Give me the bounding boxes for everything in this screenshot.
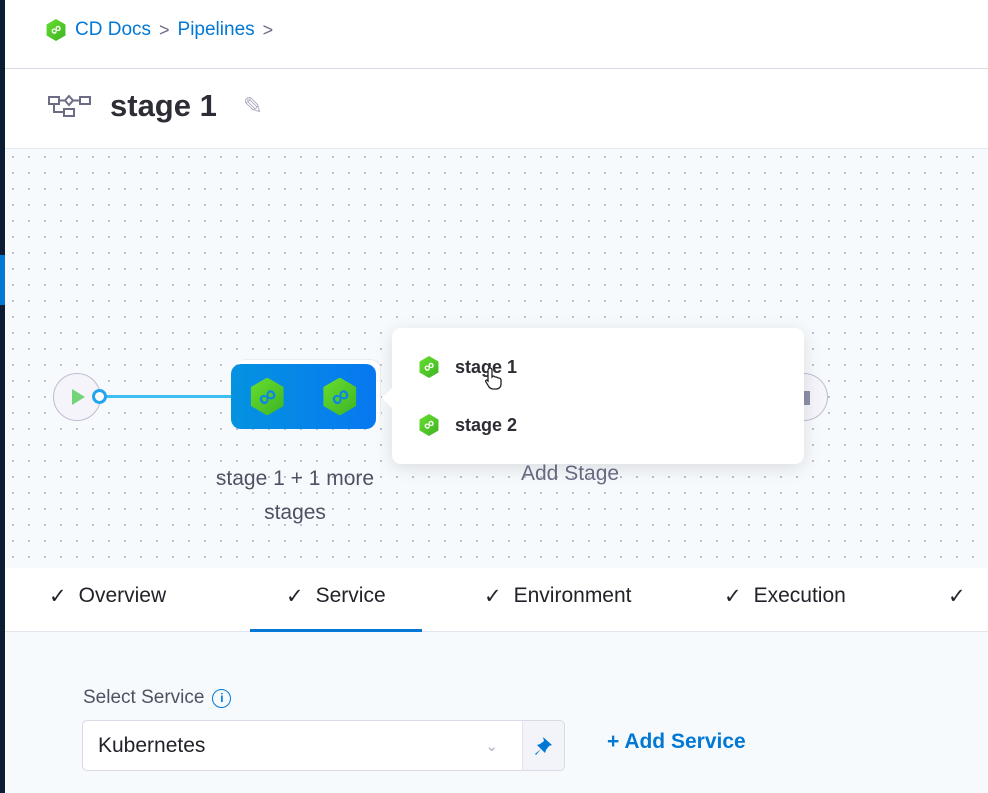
title-row: stage 1 ✎	[48, 88, 263, 124]
tab-label: Execution	[753, 584, 846, 607]
tab-service[interactable]: ✓ Service	[250, 584, 422, 632]
stage-group-label: stage 1 + 1 more stages	[215, 467, 375, 524]
pin-icon[interactable]	[523, 721, 564, 770]
popover-item-label: stage 1	[455, 356, 518, 377]
popover-item-stage-2[interactable]: stage 2	[418, 414, 517, 436]
popover-item-label: stage 2	[455, 414, 518, 435]
breadcrumb-cd-docs[interactable]: CD Docs	[75, 19, 152, 40]
stage-tabs: ✓ Overview ✓ Service ✓ Environment ✓ Executi…	[5, 568, 988, 632]
check-icon: ✓	[724, 585, 742, 608]
tab-label: Service	[315, 584, 386, 607]
check-icon: ✓	[484, 585, 502, 608]
check-icon: ✓	[49, 585, 67, 608]
start-node[interactable]	[53, 373, 101, 421]
check-icon: ✓	[948, 585, 966, 608]
stage-group-popover: stage 1 stage 2	[382, 328, 804, 464]
add-service-button[interactable]: + Add Service	[607, 730, 746, 753]
tab-label: Overview	[78, 584, 167, 607]
popover-item-stage-1[interactable]: stage 1	[418, 356, 517, 378]
stage-icon	[323, 377, 357, 416]
breadcrumb-pipelines[interactable]: Pipelines	[177, 19, 255, 40]
service-select[interactable]: Kubernetes ⌄	[82, 720, 565, 771]
connector-port[interactable]	[92, 389, 107, 404]
service-select-value: Kubernetes	[98, 733, 206, 757]
header-divider	[5, 68, 988, 69]
cd-module-icon	[46, 19, 66, 41]
page-title: stage 1	[110, 88, 217, 123]
tab-label: Environment	[513, 584, 632, 607]
pipeline-stages-icon	[48, 94, 91, 117]
stage-icon	[419, 356, 439, 378]
stage-group-node[interactable]	[231, 364, 376, 429]
sidebar-strip	[0, 0, 5, 793]
service-form: Select Service i Kubernetes ⌄ + Add Servic…	[5, 632, 988, 793]
sidebar-active-indicator	[0, 255, 5, 305]
label-text: Select Service	[83, 687, 205, 708]
select-service-label: Select Service i	[83, 687, 232, 709]
stage-icon	[419, 414, 439, 436]
tab-execution[interactable]: ✓ Execution	[724, 584, 846, 609]
breadcrumb: CD Docs > Pipelines >	[45, 19, 273, 41]
tab-overview[interactable]: ✓ Overview	[49, 584, 166, 609]
chevron-down-icon[interactable]: ⌄	[485, 737, 498, 755]
info-icon[interactable]: i	[212, 688, 232, 708]
breadcrumb-separator: >	[159, 19, 170, 40]
stage-icon	[250, 377, 284, 416]
tab-environment[interactable]: ✓ Environment	[484, 584, 632, 609]
pencil-icon[interactable]: ✎	[242, 92, 263, 120]
connector-line	[106, 395, 232, 398]
breadcrumb-separator: >	[262, 19, 274, 40]
tab-truncated[interactable]: ✓	[948, 584, 978, 609]
add-stage-button[interactable]: Add Stage	[521, 462, 620, 485]
check-icon: ✓	[286, 585, 304, 608]
